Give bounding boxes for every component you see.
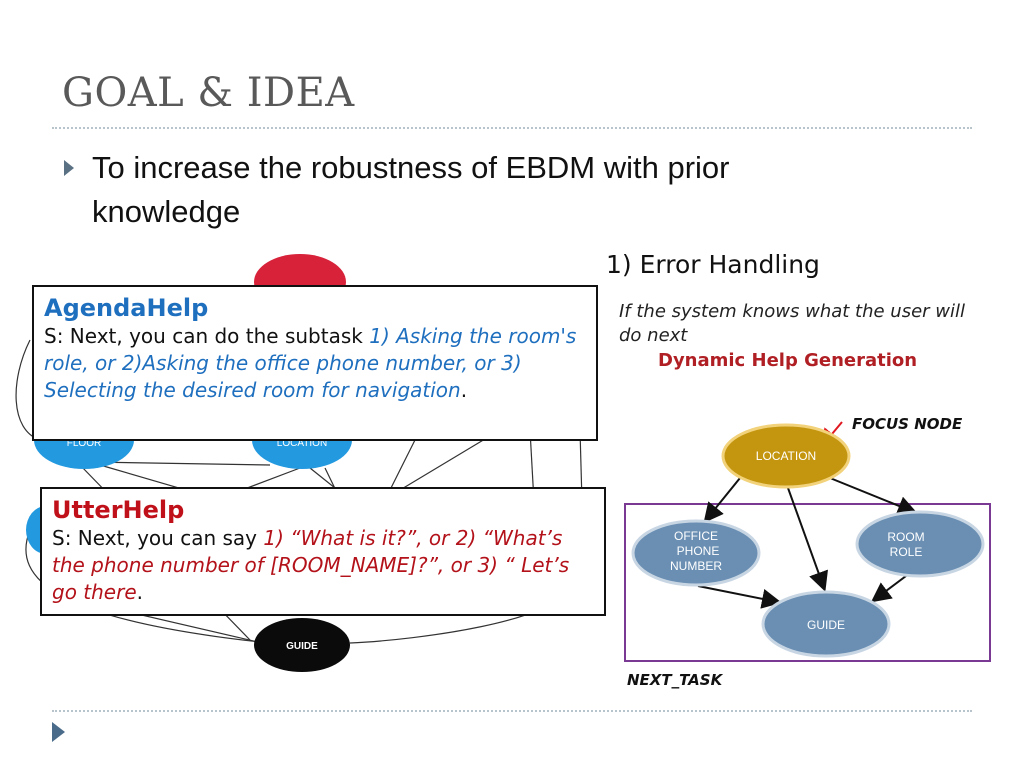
footer-divider	[52, 710, 972, 712]
room-role-node	[855, 510, 985, 578]
agenda-help-options: 1) Asking the room's role, or 2)Asking t…	[44, 324, 577, 402]
next-task-box	[624, 503, 991, 662]
utter-help-suffix: .	[136, 580, 143, 604]
office-phone-node	[631, 519, 761, 587]
agenda-help-title: AgendaHelp	[44, 294, 209, 322]
guide-node-left	[254, 618, 350, 672]
guide-node-left-label: GUIDE	[286, 641, 318, 652]
error-handling-description: If the system knows what the user will d…	[619, 301, 965, 346]
title-divider	[52, 127, 972, 129]
bullet-text: To increase the robustness of EBDM with …	[92, 150, 730, 229]
utter-help-options: 1) “What is it?”, or 2) “What’s the phon…	[52, 526, 570, 604]
dynamic-help-label: Dynamic Help Generation	[658, 350, 918, 371]
room-node-line2: ROLE	[890, 545, 923, 559]
utter-help-prefix: S: Next, you can say	[52, 526, 264, 550]
room-node-line1: ROOM	[887, 530, 924, 544]
agenda-help-suffix: .	[460, 378, 468, 402]
utter-help-body: S: Next, you can say 1) “What is it?”, o…	[52, 525, 594, 606]
office-node-line2: PHONE	[677, 544, 720, 558]
location-node-label: LOCATION	[756, 449, 816, 463]
slide-title: GOAL & IDEA	[62, 70, 355, 116]
agenda-help-callout: AgendaHelp S: Next, you can do the subta…	[32, 285, 598, 441]
floor-node-label: FLOOR	[67, 438, 101, 449]
location-node	[721, 423, 851, 489]
play-icon[interactable]	[52, 722, 65, 742]
focus-node-label: FOCUS NODE	[852, 415, 963, 433]
utter-help-title: UtterHelp	[52, 496, 185, 524]
error-handling-diagram: LOCATION OFFICE PHONE NUMBER ROOM ROLE G…	[631, 421, 985, 658]
office-node-line1: OFFICE	[674, 529, 718, 543]
error-handling-title: 1) Error Handling	[606, 250, 820, 279]
location-node-left-label: LOCATION	[277, 438, 327, 449]
agenda-help-prefix: S: Next, you can do the subtask	[44, 324, 370, 348]
next-task-label: NEXT_TASK	[627, 671, 723, 689]
utter-help-callout: UtterHelp S: Next, you can say 1) “What …	[40, 487, 606, 616]
guide-node-label: GUIDE	[807, 618, 845, 632]
bullet-arrow-icon	[64, 160, 74, 176]
agenda-help-body: S: Next, you can do the subtask 1) Askin…	[44, 323, 586, 404]
office-node-line3: NUMBER	[670, 559, 722, 573]
guide-node	[761, 590, 891, 658]
